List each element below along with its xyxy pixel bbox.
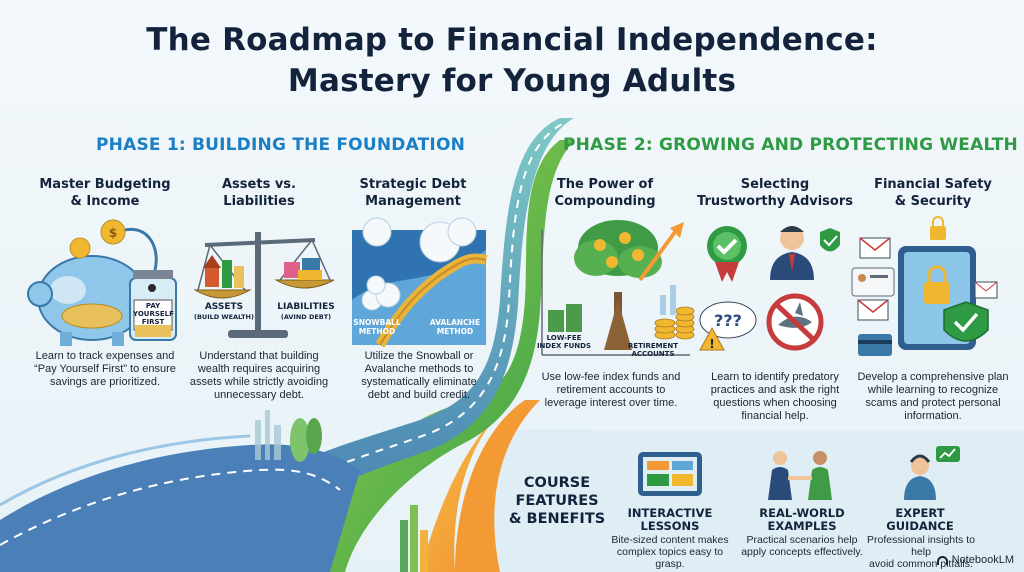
card-advisors-title: Selecting Trustworthy Advisors bbox=[697, 177, 853, 209]
feature-expert-desc: Professional insights to help avoid comm… bbox=[867, 534, 975, 570]
page-title-line1: The Roadmap to Financial Independence: bbox=[146, 22, 878, 58]
brand-name: NotebookLM bbox=[951, 554, 1014, 566]
feature-expert-title: EXPERT GUIDANCE bbox=[886, 506, 954, 533]
avalanche-label: AVALANCHE METHOD bbox=[429, 318, 481, 336]
security-tablet-icon bbox=[898, 246, 989, 350]
card-assets-title: Assets vs. Liabilities bbox=[222, 177, 296, 209]
page-title-line2: Mastery for Young Adults bbox=[287, 63, 737, 99]
advisor-person-icon bbox=[770, 226, 840, 280]
interactive-lessons-icon bbox=[638, 452, 702, 496]
card-safety-title: Financial Safety & Security bbox=[874, 177, 992, 209]
padlock-icon bbox=[930, 216, 998, 299]
email-warning-icon bbox=[857, 237, 891, 321]
credit-card-icon bbox=[858, 334, 892, 356]
card-budgeting-desc: Learn to track expenses and “Pay Yoursel… bbox=[34, 350, 176, 388]
balance-scale-icon bbox=[193, 232, 335, 338]
card-compounding-desc: Use low-fee index funds and retirement a… bbox=[541, 371, 681, 409]
card-compounding-title: The Power of Compounding bbox=[554, 177, 656, 209]
notebooklm-logo-icon bbox=[936, 555, 948, 565]
card-debt-desc: Utilize the Snowball or Avalanche method… bbox=[361, 350, 477, 401]
brand-watermark: NotebookLM bbox=[936, 554, 1014, 566]
svg-text:!: ! bbox=[709, 337, 714, 351]
id-card-icon bbox=[851, 267, 895, 297]
question-cloud-icon: ??? ! bbox=[699, 301, 757, 351]
orange-road-band bbox=[420, 395, 520, 572]
card-advisors-desc: Learn to identify predatory practices an… bbox=[710, 371, 840, 422]
card-assets-desc: Understand that building wealth requires… bbox=[189, 350, 329, 401]
feature-examples-title: REAL-WORLD EXAMPLES bbox=[759, 506, 845, 533]
retirement-accounts-label: RETIREMENT ACCOUNTS bbox=[627, 342, 679, 358]
advisor-badge-icon bbox=[707, 226, 747, 282]
real-world-examples-icon bbox=[768, 451, 832, 500]
liabilities-label: LIABILITIES (AVIND DEBT) bbox=[277, 302, 335, 321]
feature-examples-desc: Practical scenarios help apply concepts … bbox=[741, 534, 863, 558]
snowball-avalanche-icon bbox=[352, 217, 488, 348]
index-funds-label: LOW-FEE INDEX FUNDS bbox=[536, 334, 592, 350]
assets-label: ASSETS (BUILD WEALTH) bbox=[194, 302, 254, 321]
card-budgeting-title: Master Budgeting & Income bbox=[39, 177, 171, 209]
card-safety-desc: Develop a comprehensive plan while learn… bbox=[857, 371, 1009, 422]
money-tree-icon bbox=[541, 220, 695, 356]
phase1-heading: PHASE 1: BUILDING THE FOUNDATION bbox=[96, 135, 466, 155]
jar-label: PAY YOURSELF FIRST bbox=[133, 302, 174, 326]
features-heading: COURSE FEATURES & BENEFITS bbox=[508, 475, 606, 527]
piggy-bank-icon: $ bbox=[27, 219, 158, 346]
svg-text:$: $ bbox=[109, 226, 117, 240]
no-shark-icon bbox=[766, 293, 824, 351]
card-debt-title: Strategic Debt Management bbox=[359, 177, 467, 209]
phase2-heading: PHASE 2: GROWING AND PROTECTING WEALTH bbox=[563, 135, 1018, 155]
expert-guidance-icon bbox=[904, 446, 960, 500]
savings-jar-icon bbox=[129, 270, 177, 341]
svg-text:???: ??? bbox=[714, 311, 742, 330]
feature-interactive-title: INTERACTIVE LESSONS bbox=[627, 506, 713, 533]
feature-interactive-desc: Bite-sized content makes complex topics … bbox=[611, 534, 729, 570]
snowball-label: SNOWBALL METHOD bbox=[353, 318, 401, 336]
